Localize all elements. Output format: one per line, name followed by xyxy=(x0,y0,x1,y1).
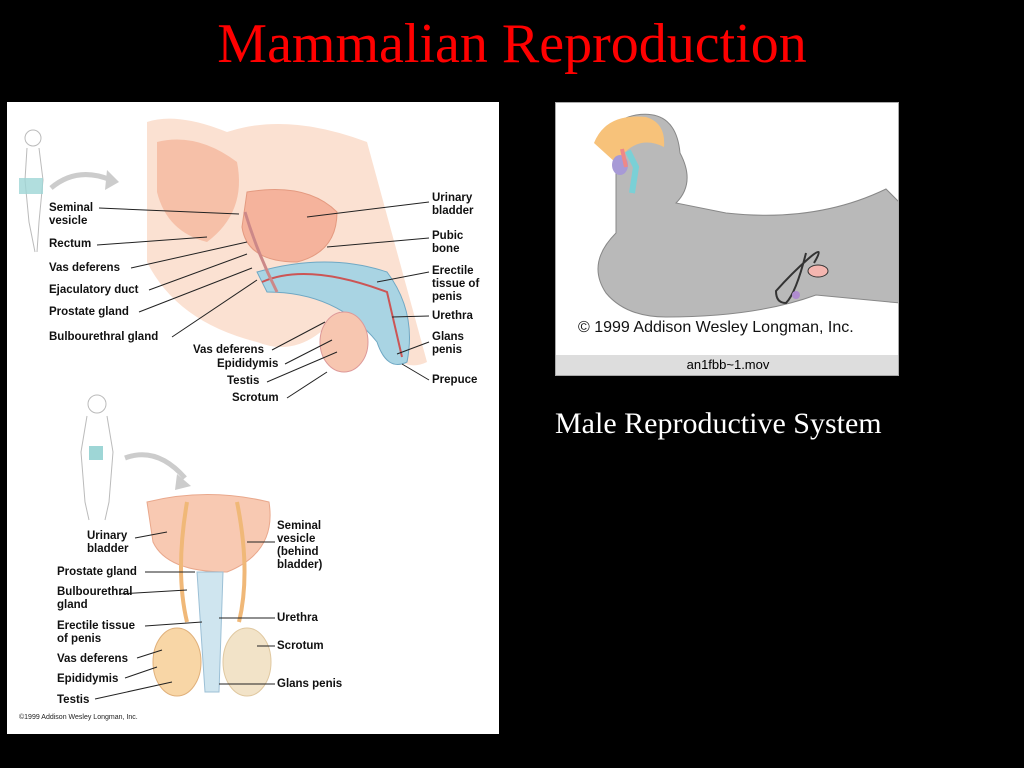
anatomy-diagram: Seminal vesicle Rectum Vas deferens Ejac… xyxy=(7,102,499,734)
label-vas-deferens-top: Vas deferens xyxy=(49,262,120,274)
slide-caption: Male Reproductive System xyxy=(555,407,882,440)
video-thumbnail[interactable]: © 1999 Addison Wesley Longman, Inc. an1f… xyxy=(555,102,899,376)
label-glans-penis-bottom: Glans penis xyxy=(277,678,343,690)
body-outline-bottom xyxy=(80,394,114,521)
label-urinary-bladder-top: Urinary bladder xyxy=(432,192,474,217)
diagram-copyright: ©1999 Addison Wesley Longman, Inc. xyxy=(19,714,138,721)
label-seminal-vesicle: Seminal vesicle xyxy=(49,202,94,227)
label-pubic-bone: Pubic bone xyxy=(432,230,464,255)
video-control-bar[interactable] xyxy=(556,355,898,375)
video-frame-illustration xyxy=(556,103,898,355)
label-ejaculatory-duct: Ejaculatory duct xyxy=(49,284,139,296)
label-bulbourethral-gland-bottom: Bulbourethral gland xyxy=(57,586,133,611)
label-bulbourethral-gland-top: Bulbourethral gland xyxy=(49,331,159,343)
label-scrotum-top: Scrotum xyxy=(232,392,279,404)
video-copyright: © 1999 Addison Wesley Longman, Inc. xyxy=(578,319,854,336)
label-glans-penis-top: Glans penis xyxy=(432,331,464,356)
label-epididymis-top: Epididymis xyxy=(217,358,279,370)
label-erectile-tissue-top: Erectile tissue of penis xyxy=(432,265,480,303)
label-seminal-vesicle-bottom: Seminal vesicle (behind bladder) xyxy=(277,520,323,571)
label-urethra-top: Urethra xyxy=(432,310,473,322)
label-prepuce: Prepuce xyxy=(432,374,478,386)
label-vas-deferens-bottom2: Vas deferens xyxy=(57,653,128,665)
slide-title: Mammalian Reproduction xyxy=(217,13,807,75)
label-scrotum-bottom: Scrotum xyxy=(277,640,324,652)
label-prostate-gland-bottom: Prostate gland xyxy=(57,566,137,578)
label-prostate-gland-top: Prostate gland xyxy=(49,306,129,318)
label-urinary-bladder-bottom: Urinary bladder xyxy=(87,530,129,555)
video-filename[interactable]: an1fbb~1.mov xyxy=(686,357,770,372)
label-erectile-tissue-bottom: Erectile tissue of penis xyxy=(57,620,135,645)
label-rectum: Rectum xyxy=(49,238,92,250)
label-vas-deferens-bottom: Vas deferens xyxy=(193,344,264,356)
label-testis-top: Testis xyxy=(227,375,260,387)
label-testis-bottom: Testis xyxy=(57,694,90,706)
body-outline-top xyxy=(24,129,44,253)
label-urethra-bottom: Urethra xyxy=(277,612,318,624)
label-epididymis-bottom: Epididymis xyxy=(57,673,119,685)
anatomy-illustration xyxy=(19,118,430,700)
